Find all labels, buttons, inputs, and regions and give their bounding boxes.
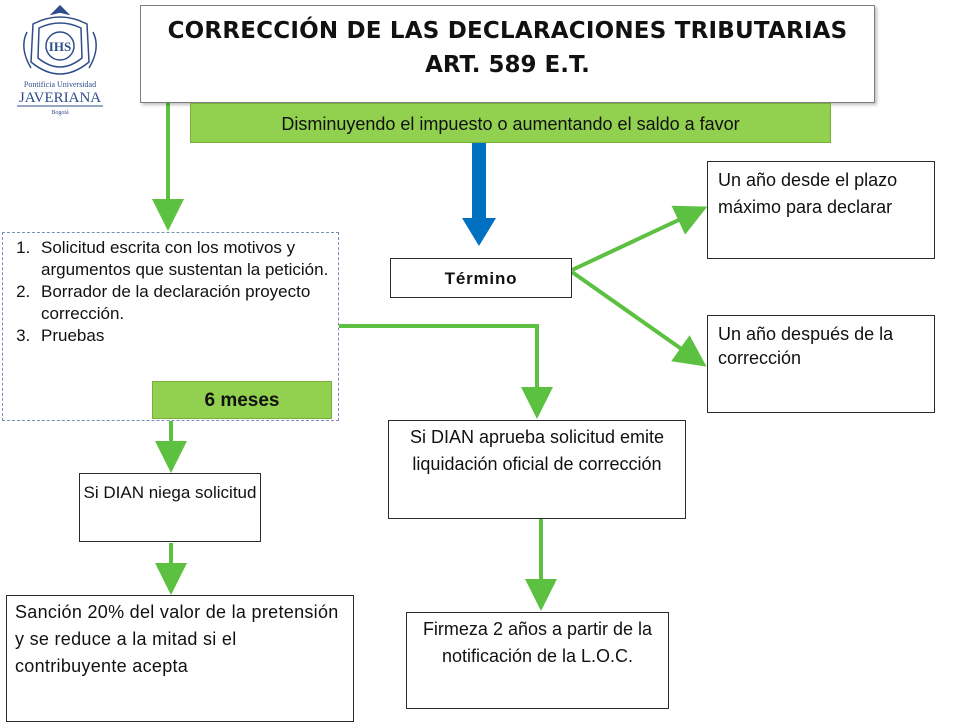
- dian-aprueba-box: Si DIAN aprueba solicitud emite liquidac…: [388, 420, 686, 519]
- right-bottom-box: Un año después de la corrección: [707, 315, 935, 413]
- firmeza-box: Firmeza 2 años a partir de la notificaci…: [406, 612, 669, 709]
- sancion-box: Sanción 20% del valor de la pretensión y…: [6, 595, 354, 722]
- javeriana-seal-icon: IHS Pontificia Universidad JAVERIANA Bog…: [17, 4, 103, 116]
- right-top-box: Un año desde el plazo máximo para declar…: [707, 161, 935, 259]
- title-line-2: ART. 589 E.T.: [425, 52, 590, 78]
- requirements-list: Solicitud escrita con los motivos y argu…: [9, 237, 334, 347]
- requirement-item: Borrador de la declaración proyecto corr…: [35, 281, 334, 325]
- blue-down-arrow: [462, 143, 496, 246]
- logo-line-3: Bogotá: [51, 110, 69, 116]
- title-box: CORRECCIÓN DE LAS DECLARACIONES TRIBUTAR…: [140, 5, 875, 103]
- arrow-to-right-bottom: [570, 270, 707, 367]
- six-months-box: 6 meses: [152, 381, 332, 419]
- termino-box: Término: [390, 258, 572, 298]
- requirement-item: Solicitud escrita con los motivos y argu…: [35, 237, 334, 281]
- arrow-to-right-top: [571, 205, 708, 272]
- university-logo: IHS Pontificia Universidad JAVERIANA Bog…: [5, 2, 115, 122]
- logo-line-1: Pontificia Universidad: [24, 80, 96, 89]
- dian-niega-box: Si DIAN niega solicitud: [79, 473, 261, 542]
- logo-line-2: JAVERIANA: [19, 90, 101, 106]
- arrow-to-aprueba: [339, 324, 553, 419]
- requirement-item: Pruebas: [35, 325, 334, 347]
- logo-monogram: IHS: [49, 39, 71, 54]
- subtitle-box: Disminuyendo el impuesto o aumentando el…: [190, 103, 831, 143]
- title-line-1: CORRECCIÓN DE LAS DECLARACIONES TRIBUTAR…: [167, 18, 848, 44]
